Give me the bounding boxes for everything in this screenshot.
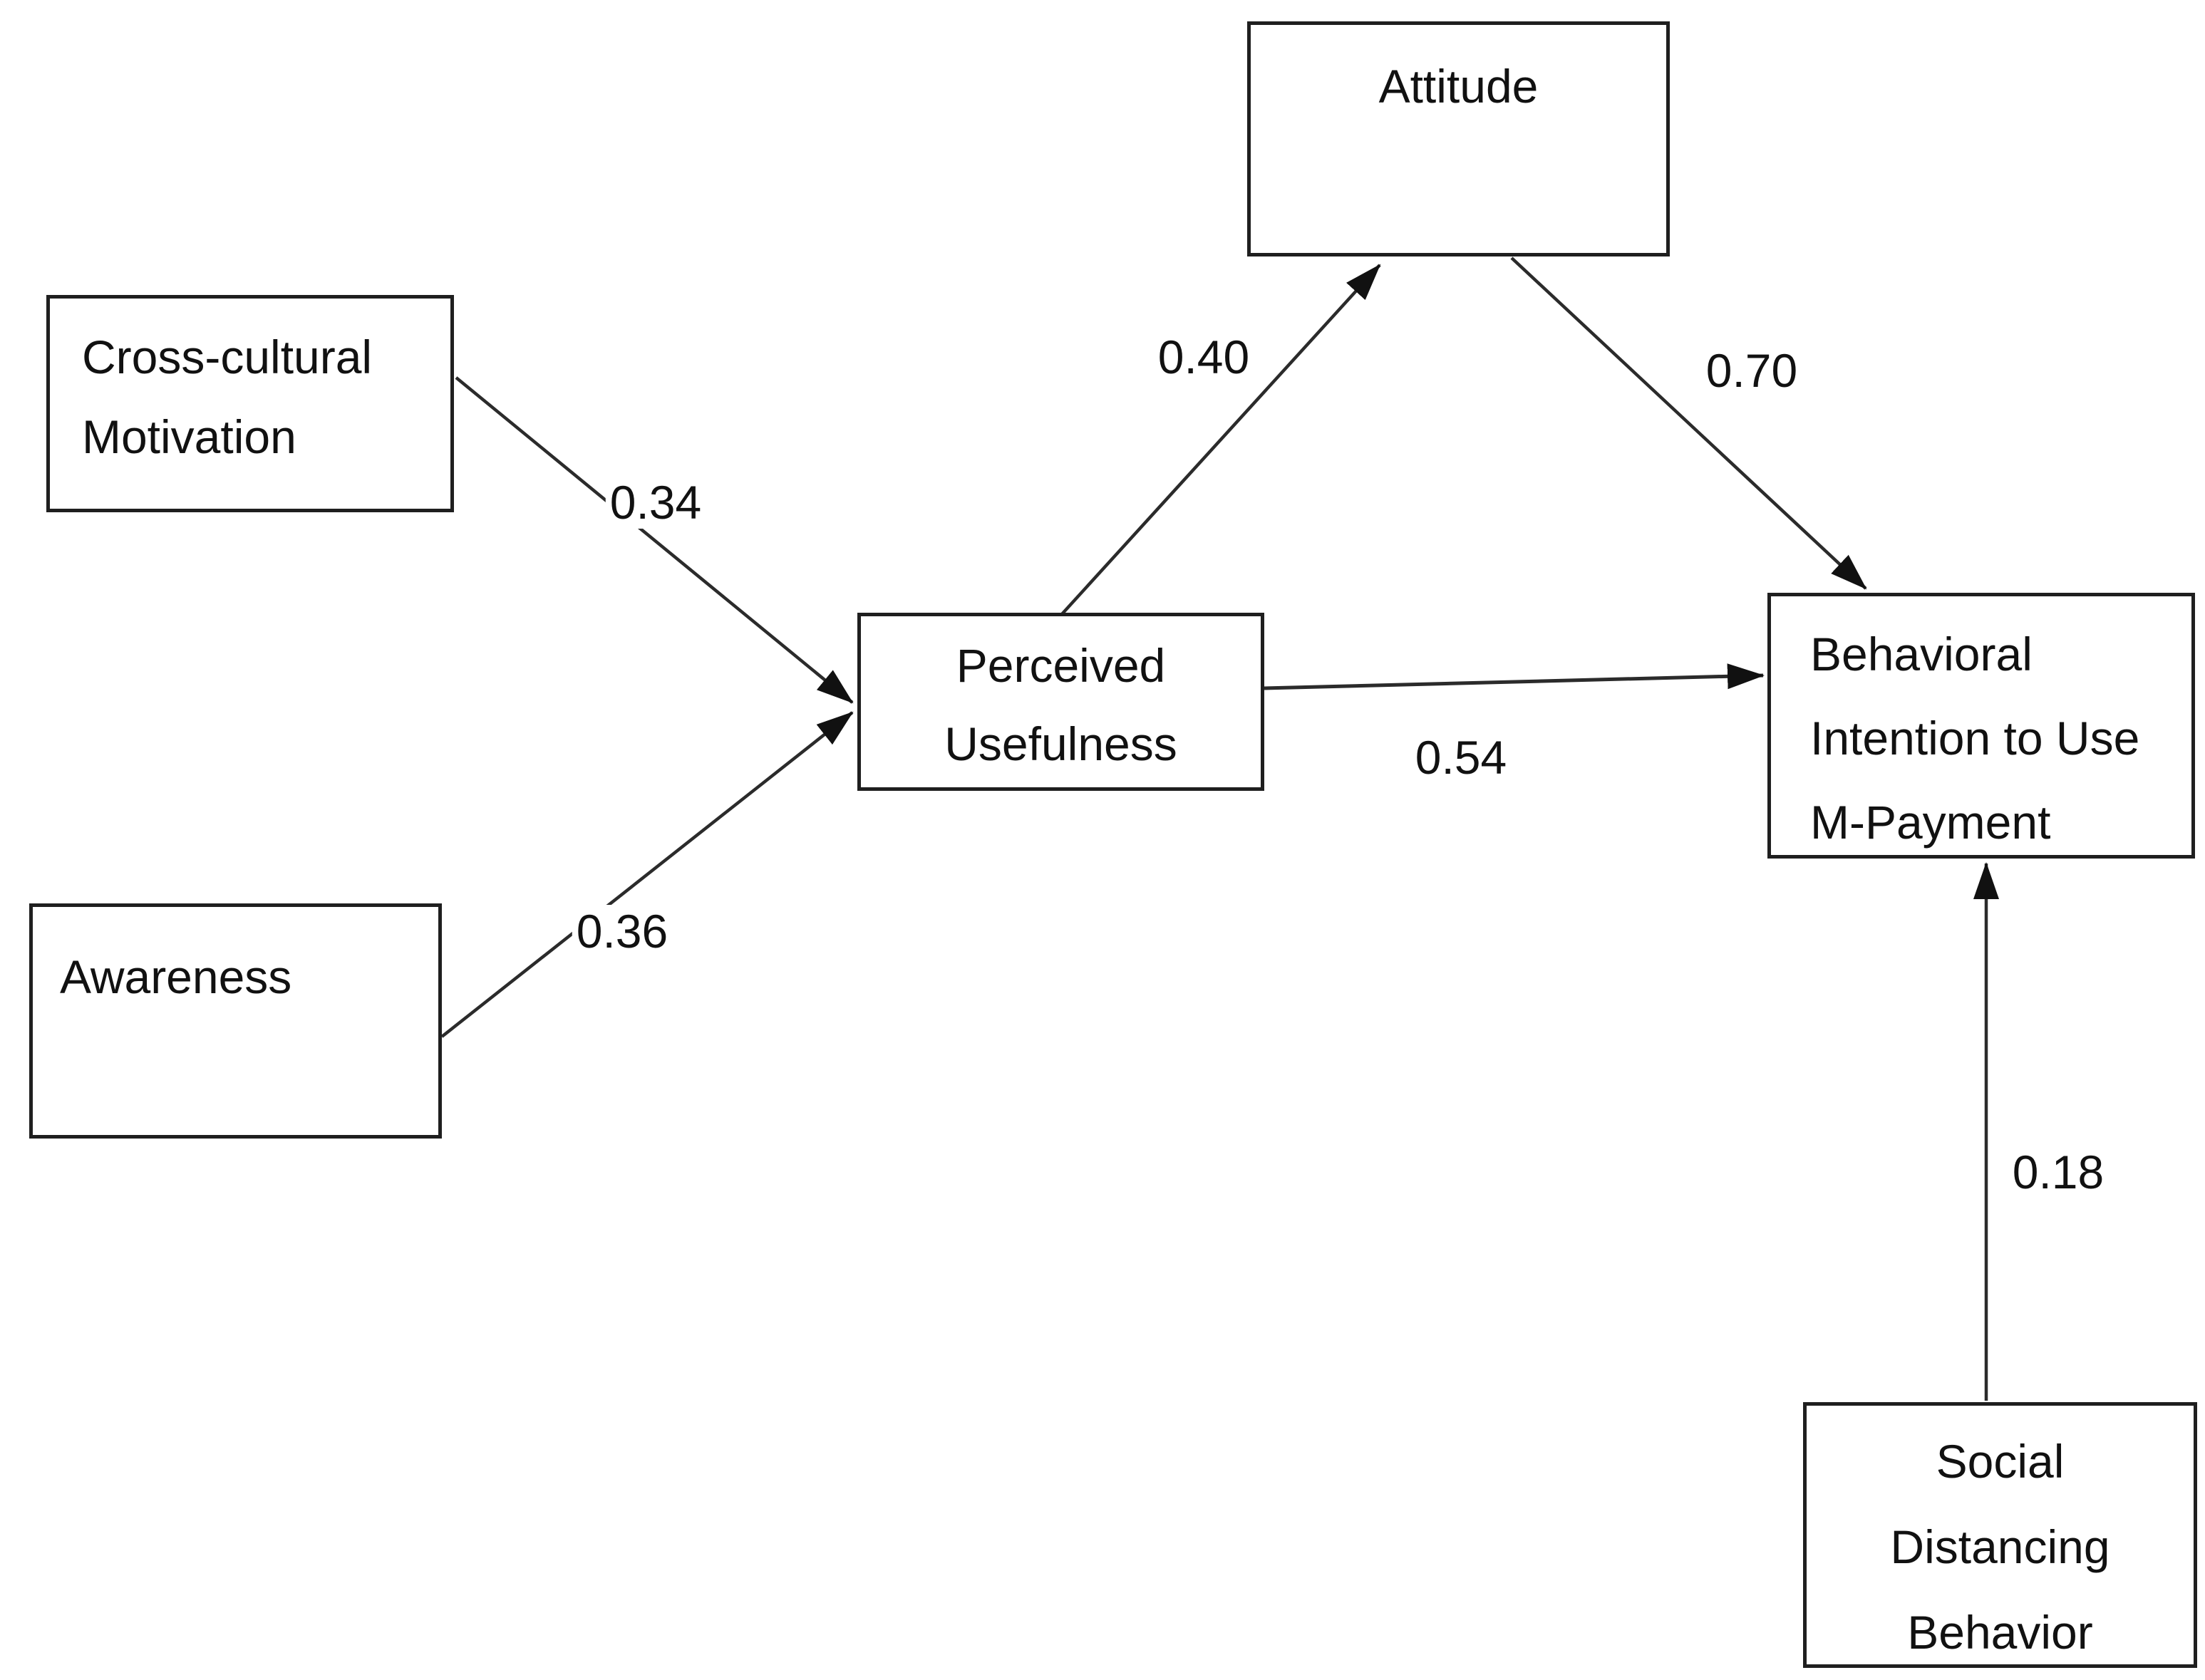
node-attitude: Attitude <box>1247 21 1670 256</box>
node-label-line: Motivation <box>82 410 296 463</box>
node-label-line: M-Payment <box>1810 796 2051 849</box>
path-coefficient-pu-bi: 0.54 <box>1410 731 1512 784</box>
path-coefficient-awareness-pu: 0.36 <box>572 905 673 958</box>
node-label-line: Cross-cultural <box>82 331 373 383</box>
node-label-line: Awareness <box>60 950 292 1003</box>
node-label-line: Social <box>1936 1435 2065 1488</box>
node-label-line: Perceived <box>956 639 1166 692</box>
node-label-line: Behavior <box>1907 1606 2093 1659</box>
node-social-distancing-behavior: Social Distancing Behavior <box>1803 1402 2197 1668</box>
path-coefficient-attitude-bi: 0.70 <box>1701 344 1802 397</box>
node-label-line: Usefulness <box>944 717 1177 770</box>
arrow-perceived-usefulness-to-attitude <box>1060 264 1381 616</box>
path-coefficient-pu-attitude: 0.40 <box>1153 331 1254 383</box>
arrow-perceived-usefulness-to-behavioral-intention <box>1264 663 1765 690</box>
node-label-line: Distancing <box>1890 1520 2110 1573</box>
node-awareness: Awareness <box>29 903 442 1139</box>
arrow-awareness-to-perceived-usefulness <box>440 711 854 1038</box>
node-label-line: Behavioral <box>1810 628 2033 680</box>
node-perceived-usefulness: Perceived Usefulness <box>857 613 1264 791</box>
arrow-attitude-to-behavioral-intention <box>1510 256 1867 590</box>
node-label-line: Intention to Use <box>1810 712 2140 764</box>
arrow-ccm-to-perceived-usefulness <box>455 376 854 704</box>
path-coefficient-ccm-pu: 0.34 <box>605 476 706 529</box>
node-behavioral-intention: Behavioral Intention to Use M-Payment <box>1767 593 2195 859</box>
node-label-line: Attitude <box>1378 60 1539 113</box>
path-coefficient-sdb-bi: 0.18 <box>2008 1146 2109 1198</box>
node-cross-cultural-motivation: Cross-cultural Motivation <box>46 295 454 512</box>
